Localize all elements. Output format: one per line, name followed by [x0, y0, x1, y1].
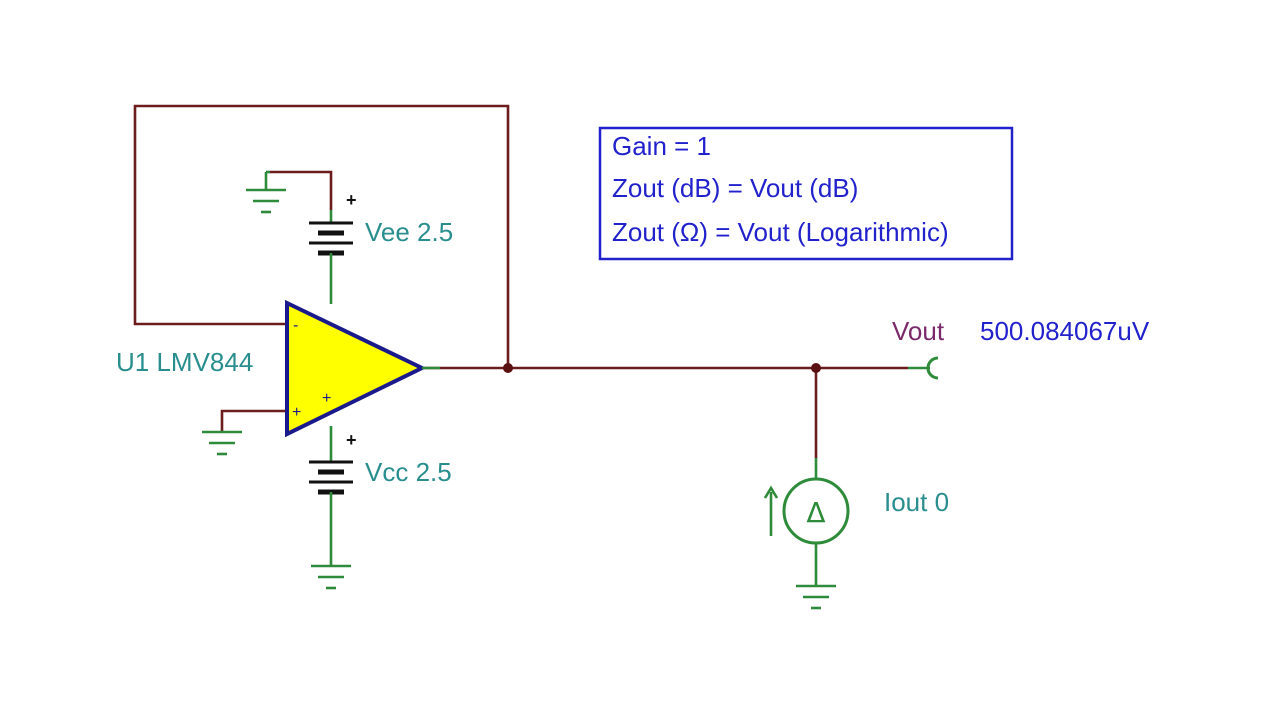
opamp-triangle — [285, 299, 427, 438]
opamp-minus-sign: - — [293, 317, 298, 334]
note-line-zout-db: Zout (dB) = Vout (dB) — [612, 173, 858, 203]
current-source-iout[interactable]: Δ Iout 0 — [763, 458, 949, 610]
vee-label: Vee 2.5 — [365, 217, 453, 247]
opamp-plus-sign: + — [292, 404, 301, 421]
opamp-plus-ground — [202, 409, 286, 456]
probe-value: 500.084067uV — [980, 316, 1150, 346]
feedback-wire — [133, 104, 510, 368]
probe-name: Vout — [892, 316, 945, 346]
vee-polarity-label: + — [346, 190, 357, 210]
vcc-battery: + Vcc 2.5 — [309, 426, 452, 590]
opamp-u1[interactable]: - + + U1 LMV844 — [116, 299, 440, 438]
opamp-supply-plus-sign: + — [322, 390, 331, 407]
junction-node-output — [811, 363, 821, 373]
probe-connector-icon — [926, 356, 939, 380]
note-border — [598, 126, 1014, 261]
junction-node-feedback — [503, 363, 513, 373]
vee-ground-wire — [270, 170, 333, 210]
note-line-gain: Gain = 1 — [612, 131, 711, 161]
vee-battery: + Vee 2.5 — [246, 170, 453, 304]
note-line-zout-ohm: Zout (Ω) = Vout (Logarithmic) — [612, 217, 949, 247]
note-box: Gain = 1 Zout (dB) = Vout (dB) Zout (Ω) … — [598, 126, 1014, 261]
vcc-polarity-label: + — [346, 430, 357, 450]
vcc-label: Vcc 2.5 — [365, 457, 452, 487]
iout-label: Iout 0 — [884, 487, 949, 517]
opamp-label: U1 LMV844 — [116, 347, 253, 377]
current-source-delta-icon: Δ — [806, 496, 825, 529]
vout-probe[interactable]: Vout 500.084067uV — [892, 316, 1150, 380]
